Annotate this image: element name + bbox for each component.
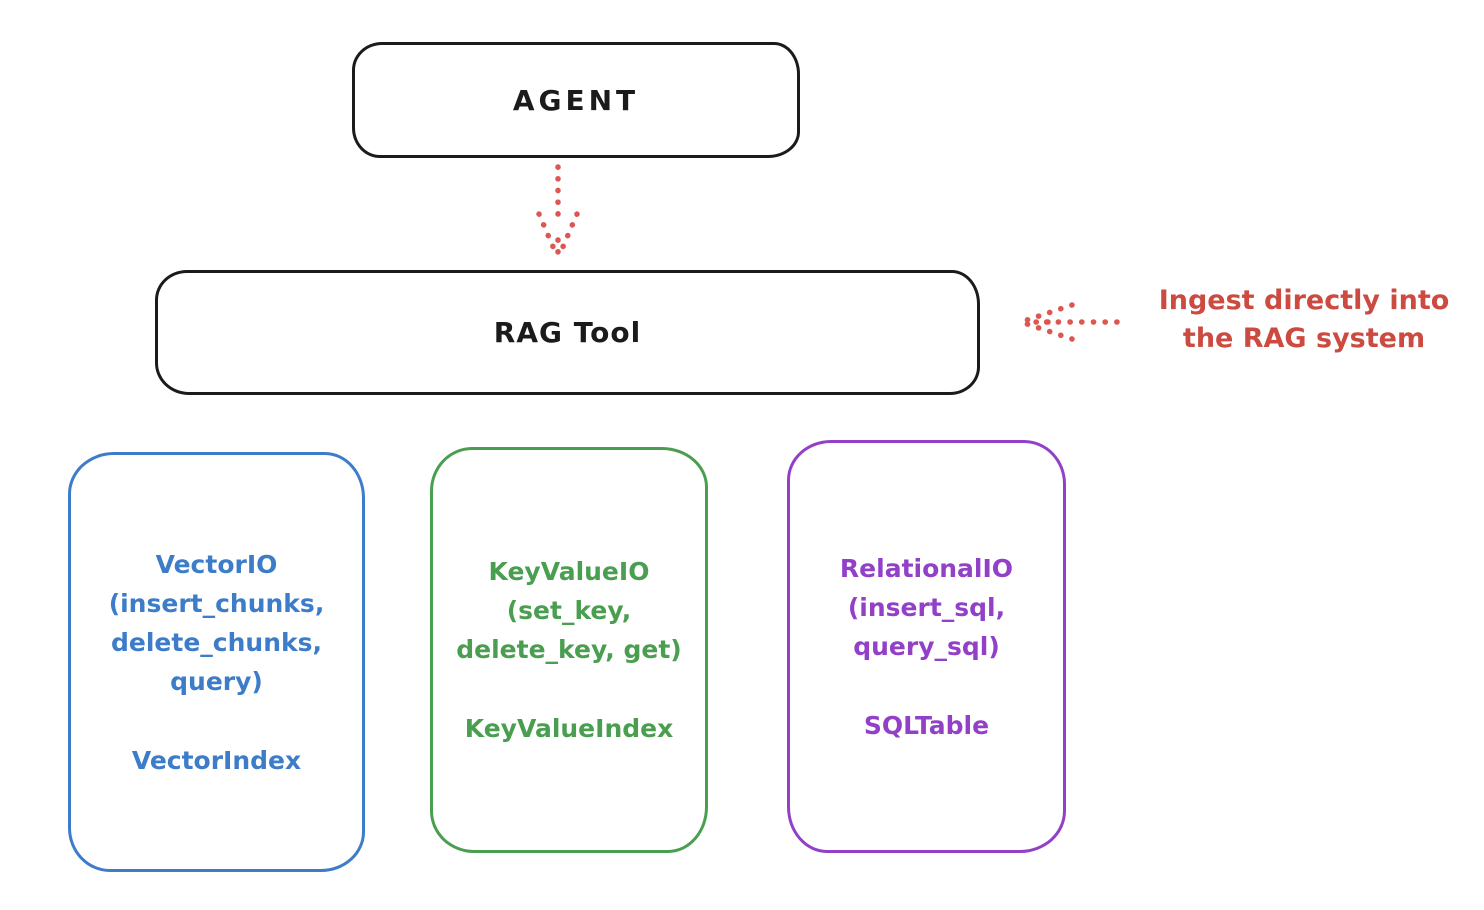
- arrow-ingest-to-rag: [1021, 302, 1120, 342]
- keyvalue-index-label: KeyValueIndex: [464, 714, 674, 743]
- arrow-agent-to-rag: [536, 164, 580, 262]
- io-title-line: delete_key, get): [456, 635, 682, 664]
- io-title-line: (set_key,: [506, 596, 632, 625]
- keyvalue-io-node: KeyValueIO (set_key, delete_key, get) Ke…: [430, 447, 708, 853]
- rag-tool-node: RAG Tool: [155, 270, 980, 395]
- ingest-annotation: Ingest directly into the RAG system: [1128, 282, 1480, 358]
- io-title-line: VectorIO: [155, 549, 278, 579]
- io-title-line: KeyValueIO: [488, 557, 650, 586]
- agent-node: AGENT: [352, 42, 800, 158]
- io-title-line: query): [170, 666, 263, 696]
- io-title-line: (insert_chunks,: [108, 588, 325, 618]
- ingest-annotation-line: the RAG system: [1182, 323, 1426, 354]
- vector-index-label: VectorIndex: [131, 745, 302, 775]
- rag-tool-label: RAG Tool: [493, 316, 642, 349]
- sql-table-label: SQLTable: [863, 710, 990, 740]
- io-title-line: query_sql): [853, 631, 1000, 661]
- relational-io-text: RelationalIO (insert_sql, query_sql) SQL…: [790, 443, 1063, 850]
- vector-io-node: VectorIO (insert_chunks, delete_chunks, …: [68, 452, 365, 872]
- ingest-annotation-line: Ingest directly into: [1158, 285, 1450, 316]
- io-title-line: RelationalIO: [839, 553, 1014, 583]
- agent-label: AGENT: [512, 83, 640, 117]
- io-title-line: (insert_sql,: [847, 592, 1006, 622]
- relational-io-node: RelationalIO (insert_sql, query_sql) SQL…: [787, 440, 1066, 853]
- vector-io-text: VectorIO (insert_chunks, delete_chunks, …: [71, 455, 362, 869]
- io-title-line: delete_chunks,: [111, 627, 322, 657]
- keyvalue-io-text: KeyValueIO (set_key, delete_key, get) Ke…: [433, 450, 705, 850]
